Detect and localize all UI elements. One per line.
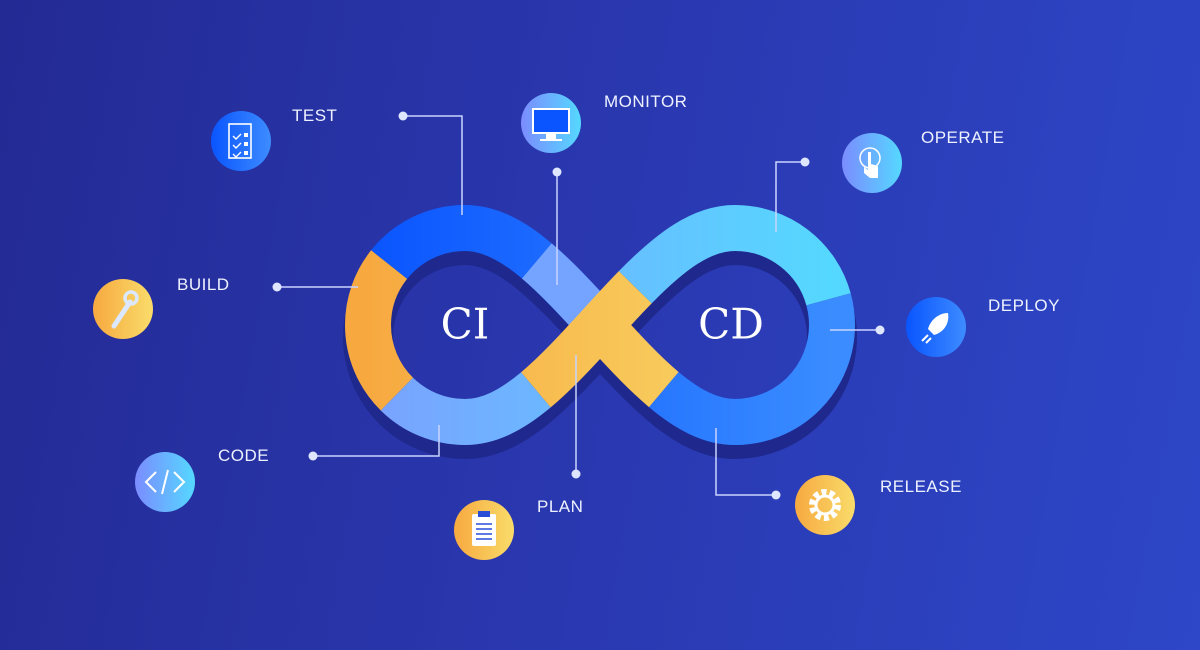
stage-label-test: TEST — [292, 106, 338, 125]
wrench-icon — [93, 279, 153, 339]
stage-label-monitor: MONITOR — [604, 92, 688, 111]
infinity-loop — [345, 204, 855, 446]
connectors — [277, 115, 880, 496]
stage-label-plan: PLAN — [537, 497, 584, 516]
hand-tap-icon — [842, 133, 902, 193]
cd-label: CD — [698, 299, 764, 349]
connector-dots — [272, 111, 885, 500]
stage-label-code: CODE — [218, 446, 270, 465]
gear-icon — [795, 475, 855, 535]
stage-label-deploy: DEPLOY — [988, 296, 1060, 315]
stage-label-release: RELEASE — [880, 477, 962, 496]
segment-light-bottom — [345, 204, 855, 446]
stage-label-build: BUILD — [177, 275, 230, 294]
clipboard-icon — [454, 500, 514, 560]
monitor-icon — [521, 93, 581, 153]
segment-light-top-right — [345, 204, 855, 446]
stage-label-operate: OPERATE — [921, 128, 1005, 147]
rocket-icon — [906, 297, 966, 357]
ci-label: CI — [440, 299, 490, 349]
checklist-icon — [211, 111, 271, 171]
segment-yellow-diagonal — [345, 204, 855, 446]
code-brackets-icon — [135, 452, 195, 512]
